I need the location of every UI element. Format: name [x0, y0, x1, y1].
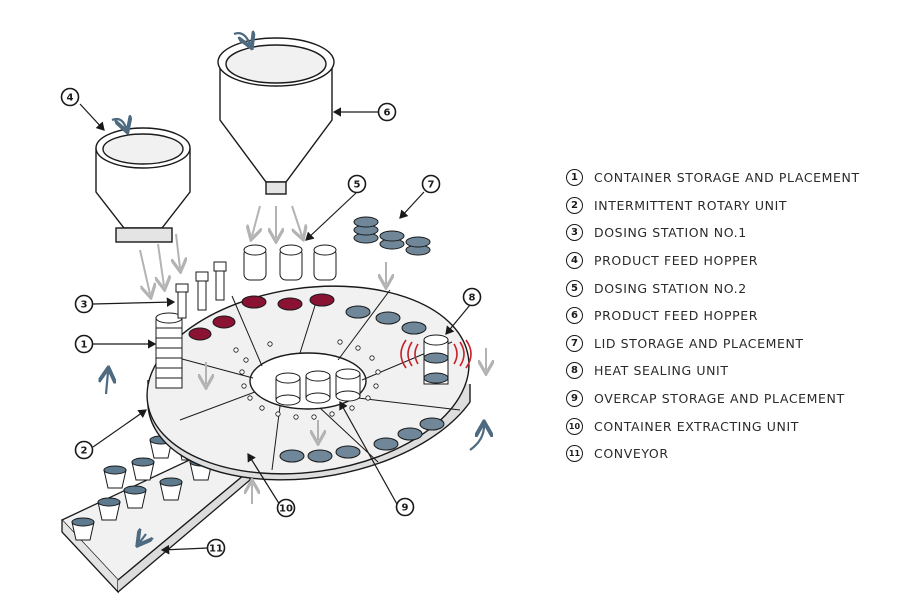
legend-label: PRODUCT FEED HOPPER: [594, 253, 759, 269]
callout-9-text: 9: [402, 503, 409, 514]
legend-item-7: 7 LID STORAGE AND PLACEMENT: [566, 330, 886, 358]
lid-stacks: [353, 216, 431, 256]
callout-6: 6: [377, 102, 397, 122]
callout-4-text: 4: [67, 93, 74, 104]
legend-label: OVERCAP STORAGE AND PLACEMENT: [594, 391, 845, 407]
heat-sealing-unit: [423, 334, 449, 385]
legend-item-11: 11 CONVEYOR: [566, 440, 886, 468]
flow-arrows: [139, 205, 486, 504]
callout-2-text: 2: [81, 446, 88, 457]
legend-item-8: 8 HEAT SEALING UNIT: [566, 357, 886, 385]
legend: 1 CONTAINER STORAGE AND PLACEMENT 2 INTERM…: [566, 164, 886, 468]
table-holes: [233, 339, 381, 420]
legend-number: 8: [566, 362, 583, 380]
legend-number: 9: [566, 390, 583, 408]
callout-10: 10: [276, 498, 296, 518]
legend-number: 11: [566, 445, 583, 463]
callout-5-text: 5: [354, 180, 361, 191]
legend-label: LID STORAGE AND PLACEMENT: [594, 335, 804, 351]
legend-number: 1: [566, 169, 583, 187]
legend-label: PRODUCT FEED HOPPER: [594, 308, 759, 324]
callout-2: 2: [74, 440, 94, 460]
callout-6-text: 6: [384, 108, 391, 119]
legend-label: CONVEYOR: [594, 446, 669, 462]
callouts: 1 2 3 4 5 6 7 8 9 10 11: [60, 87, 482, 558]
callout-3-text: 3: [81, 300, 88, 311]
legend-number: 7: [566, 334, 583, 352]
callout-11: 11: [206, 538, 226, 558]
product-feed-hopper-4: [95, 127, 191, 243]
product-feed-hopper-6: [217, 37, 335, 195]
container-stack: [155, 312, 183, 389]
legend-label: INTERMITTENT ROTARY UNIT: [594, 197, 788, 213]
legend-number: 6: [566, 307, 583, 325]
legend-item-5: 5 DOSING STATION NO.2: [566, 274, 886, 302]
legend-item-9: 9 OVERCAP STORAGE AND PLACEMENT: [566, 385, 886, 413]
callout-8: 8: [462, 287, 482, 307]
callout-10-text: 10: [279, 504, 293, 515]
dosing-station-1: [175, 261, 227, 319]
legend-item-3: 3 DOSING STATION NO.1: [566, 219, 886, 247]
callout-1: 1: [74, 334, 94, 354]
callout-4: 4: [60, 87, 80, 107]
callout-1-text: 1: [81, 340, 88, 351]
legend-label: HEAT SEALING UNIT: [594, 363, 729, 379]
callout-7: 7: [421, 174, 441, 194]
legend-number: 5: [566, 279, 583, 297]
legend-item-10: 10 CONTAINER EXTRACTING UNIT: [566, 412, 886, 440]
legend-number: 2: [566, 196, 583, 214]
legend-number: 4: [566, 252, 583, 270]
legend-number: 3: [566, 224, 583, 242]
legend-item-2: 2 INTERMITTENT ROTARY UNIT: [566, 192, 886, 220]
legend-item-4: 4 PRODUCT FEED HOPPER: [566, 247, 886, 275]
legend-label: DOSING STATION NO.2: [594, 280, 747, 296]
legend-label: CONTAINER EXTRACTING UNIT: [594, 418, 799, 434]
dosing-station-2: [243, 244, 337, 281]
legend-item-6: 6 PRODUCT FEED HOPPER: [566, 302, 886, 330]
callout-11-text: 11: [209, 544, 223, 555]
callout-3: 3: [74, 294, 94, 314]
legend-label: CONTAINER STORAGE AND PLACEMENT: [594, 170, 860, 186]
rotation-arrows: [106, 33, 484, 542]
legend-label: DOSING STATION NO.1: [594, 225, 747, 241]
callout-leaders: [79, 103, 471, 555]
legend-item-1: 1 CONTAINER STORAGE AND PLACEMENT: [566, 164, 886, 192]
heat-waves: [400, 339, 472, 369]
legend-number: 10: [566, 417, 583, 435]
callout-5: 5: [347, 174, 367, 194]
overcap-stacks: [275, 368, 361, 406]
table-pockets: [188, 293, 445, 463]
callout-8-text: 8: [469, 293, 476, 304]
callout-9: 9: [395, 497, 415, 517]
callout-7-text: 7: [428, 180, 435, 191]
